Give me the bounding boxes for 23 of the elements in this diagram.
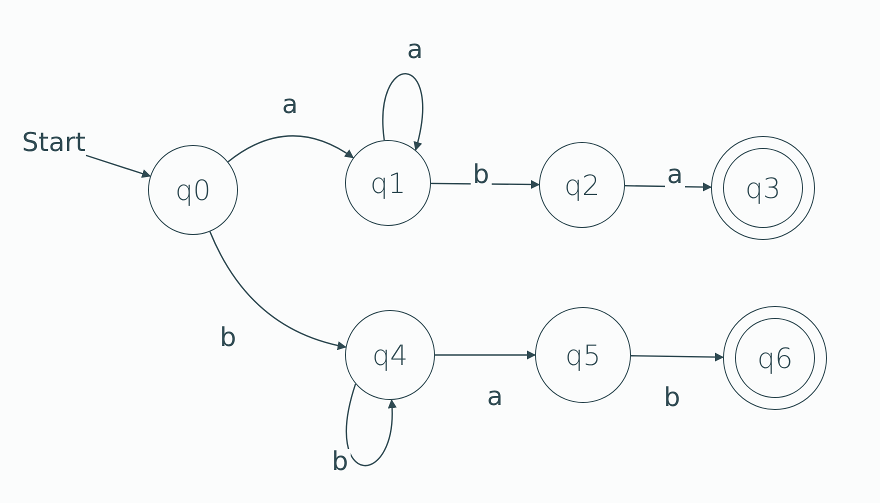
- state-circle: [539, 142, 625, 228]
- edge-label: b: [470, 162, 492, 188]
- state-name: q0: [175, 174, 211, 206]
- transition-arrow: [435, 350, 536, 360]
- transition-arrow: [228, 135, 354, 162]
- transition-arrow: [86, 154, 152, 178]
- transition-arrow: [209, 231, 347, 350]
- transition-arrow: [382, 73, 424, 151]
- state-name: q4: [372, 338, 408, 372]
- state-name: q2: [564, 168, 600, 202]
- accept-state-circle: [723, 306, 827, 410]
- state-name: q6: [757, 342, 793, 374]
- state-circle: [535, 307, 631, 403]
- start-label: Start: [22, 130, 86, 156]
- transition-arrow: [346, 384, 396, 466]
- state-name: q3: [745, 172, 781, 204]
- state-circle: [345, 310, 435, 400]
- transition-arrow: [630, 352, 724, 362]
- state-name: q5: [565, 338, 601, 372]
- state-name: q1: [370, 166, 406, 200]
- state-circle: [148, 145, 238, 235]
- accept-state-circle: [711, 136, 815, 240]
- state-circle: [345, 140, 431, 226]
